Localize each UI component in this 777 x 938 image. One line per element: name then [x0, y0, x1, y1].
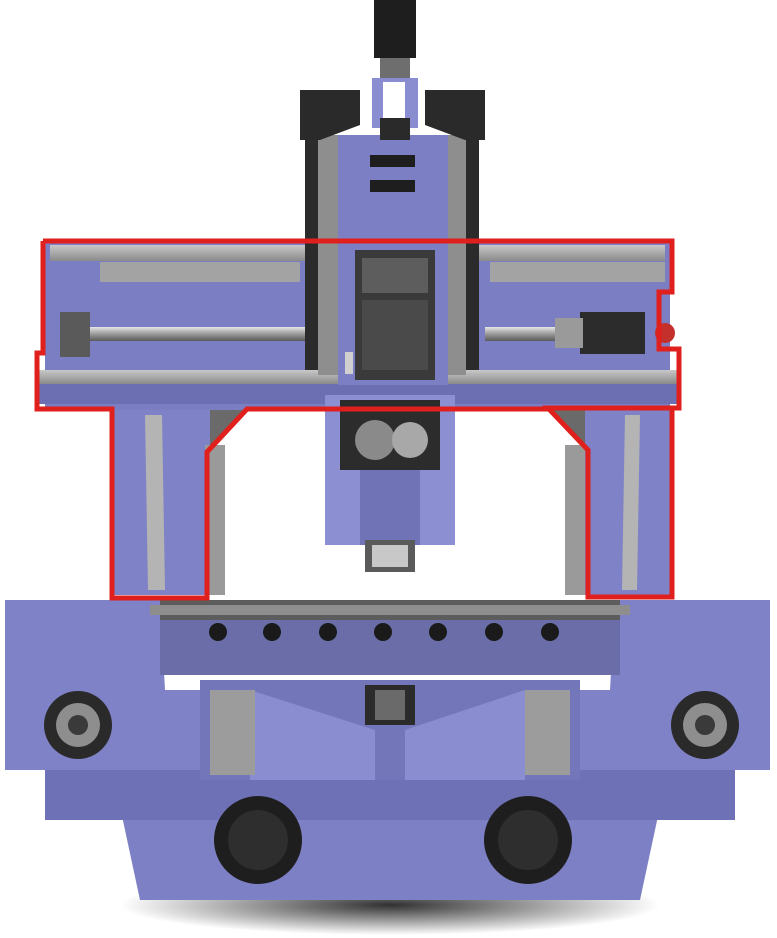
gantry-columns — [110, 410, 670, 595]
work-table — [150, 600, 630, 675]
spindle-head — [325, 395, 455, 572]
table-bolt-holes — [209, 623, 559, 641]
x-axis-servo-motor — [580, 312, 645, 354]
x-axis-ball-screw — [75, 327, 305, 341]
highlight-outline-path — [34, 238, 682, 601]
machine-bed — [5, 600, 770, 780]
spindle-motor — [372, 0, 418, 140]
z-axis-saddle — [300, 90, 485, 385]
machine-base — [45, 760, 735, 900]
